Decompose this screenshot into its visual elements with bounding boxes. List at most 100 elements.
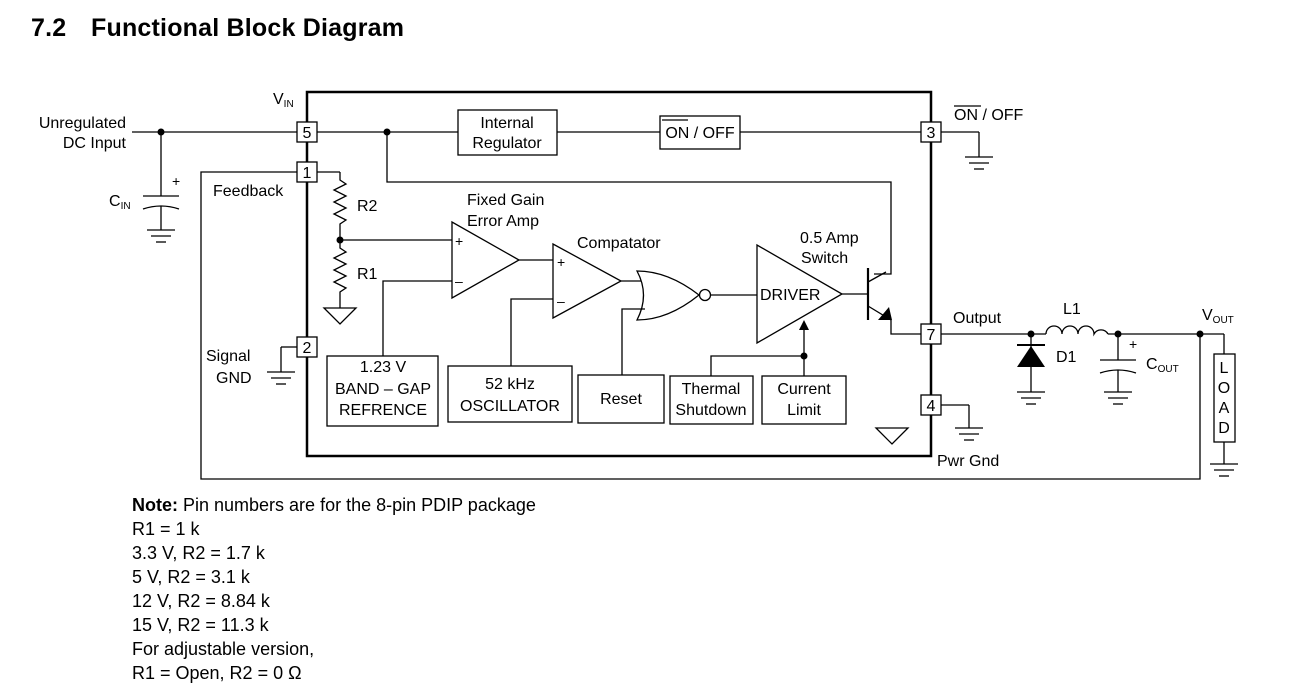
note-header: Note: Pin numbers are for the 8-pin PDIP…	[132, 493, 536, 517]
current-label-2: Limit	[787, 402, 821, 419]
note-line: R1 = 1 k	[132, 519, 200, 539]
diode-junction	[1027, 330, 1035, 338]
bandgap-feed-wire	[382, 280, 452, 356]
amp-switch-label-2: Switch	[801, 250, 848, 267]
vout-label: VOUT	[1202, 307, 1234, 326]
driver-symbol	[756, 243, 844, 345]
pin-4-label: 4	[927, 398, 936, 415]
driver-label: DRIVER	[760, 287, 820, 304]
cin-plus: +	[172, 173, 180, 189]
resistor-divider	[317, 171, 452, 325]
signal-gnd-wiring	[267, 346, 297, 385]
comparator-symbol	[552, 242, 623, 320]
load-letter-o: O	[1218, 380, 1230, 397]
r1-label: R1	[357, 266, 378, 283]
cout-label: COUT	[1146, 356, 1179, 375]
thermal-label-1: Thermal	[682, 381, 741, 398]
fixed-gain-label: Fixed Gain	[467, 192, 544, 209]
error-amp-plus: +	[455, 233, 463, 249]
reset-label: Reset	[600, 391, 642, 408]
cin-label: CIN	[109, 193, 131, 212]
bandgap-block	[326, 355, 439, 427]
load-block	[1213, 353, 1236, 443]
vin-bus-junction	[383, 128, 391, 136]
internal-label: Internal	[480, 115, 533, 132]
pin-2-box	[296, 336, 318, 358]
note-line: 12 V, R2 = 8.84 k	[132, 591, 270, 611]
note-text: Pin numbers are for the 8-pin PDIP packa…	[178, 495, 536, 515]
signal-label: Signal	[206, 348, 250, 365]
section-number: 7.2	[31, 14, 67, 42]
dc-input-label: DC Input	[63, 135, 127, 152]
comparator-minus: –	[557, 293, 565, 309]
pin-7-label: 7	[927, 327, 936, 344]
functional-block-diagram: + CIN Unregulated DC Input VIN Feedback …	[39, 90, 1238, 480]
limit-junction	[800, 352, 808, 360]
pin-5-label: 5	[303, 125, 312, 142]
input-wiring	[132, 131, 297, 243]
feedback-label: Feedback	[213, 183, 284, 200]
reset-feed-wire	[621, 308, 645, 375]
cout-junction	[1114, 330, 1122, 338]
pwr-gnd-label: Pwr Gnd	[937, 453, 999, 470]
vout-junction	[1196, 330, 1204, 338]
on-off-block-label: ON / OFF	[665, 125, 735, 142]
bandgap-label-1: 1.23 V	[360, 359, 407, 376]
output-label: Output	[953, 310, 1002, 327]
unregulated-label: Unregulated	[39, 115, 126, 132]
on-off-block	[659, 115, 741, 150]
load-letter-l: L	[1220, 360, 1229, 377]
bandgap-label-3: REFRENCE	[339, 402, 427, 419]
pin-1-label: 1	[303, 165, 312, 182]
osc-label-2: OSCILLATOR	[460, 398, 560, 415]
note-line: For adjustable version,	[132, 639, 315, 659]
cout-plus: +	[1129, 336, 1137, 352]
note-line: 15 V, R2 = 11.3 k	[132, 615, 269, 635]
pin-3-label: 3	[927, 125, 936, 142]
error-amp-label: Error Amp	[467, 213, 539, 230]
section-heading: 7.2 Functional Block Diagram	[31, 14, 404, 43]
switch-emitter-arrow	[878, 307, 892, 320]
regulator-label: Regulator	[472, 135, 542, 152]
note-line: 5 V, R2 = 3.1 k	[132, 567, 250, 587]
bandgap-label-2: BAND – GAP	[335, 381, 431, 398]
thermal-block	[669, 375, 754, 425]
note-line: R1 = Open, R2 = 0 Ω	[132, 663, 302, 683]
comparator-plus: +	[557, 254, 565, 270]
divider-junction	[336, 236, 344, 244]
ic-package-outline	[305, 90, 933, 458]
note-bold: Note:	[132, 495, 178, 515]
section-title: Functional Block Diagram	[91, 14, 405, 42]
comparator-label: Compatator	[577, 235, 661, 252]
vin-bus-wiring	[317, 131, 993, 275]
gnd-label: GND	[216, 370, 252, 387]
pin-2-label: 2	[303, 340, 312, 357]
nor-gate-symbol	[635, 270, 701, 321]
power-gnd-wiring	[874, 404, 983, 445]
error-amp-symbol	[451, 220, 521, 300]
input-junction	[157, 128, 165, 136]
feedback-wiring	[200, 171, 1201, 480]
nor-gate-bubble	[698, 288, 712, 302]
internal-regulator-block	[457, 109, 558, 156]
load-letter-a: A	[1219, 400, 1230, 417]
current-label-1: Current	[777, 381, 831, 398]
oscillator-block	[447, 365, 573, 423]
diode-d1-symbol	[1017, 346, 1045, 367]
current-limit-block	[761, 375, 847, 425]
switch-transistor	[842, 268, 921, 335]
r2-label: R2	[357, 198, 378, 215]
error-amp-minus: –	[455, 273, 463, 289]
limit-arrow	[799, 320, 809, 330]
thermal-label-2: Shutdown	[675, 402, 746, 419]
osc-feed-wire	[510, 298, 553, 366]
l1-label: L1	[1063, 301, 1081, 318]
on-off-ext-label: ON / OFF	[954, 107, 1024, 124]
load-letter-d: D	[1218, 420, 1230, 437]
reset-block	[577, 374, 665, 424]
osc-label-1: 52 kHz	[485, 376, 535, 393]
d1-label: D1	[1056, 349, 1077, 366]
note-line: 3.3 V, R2 = 1.7 k	[132, 543, 265, 563]
limit-wiring	[710, 328, 805, 376]
vin-label: VIN	[273, 91, 294, 110]
